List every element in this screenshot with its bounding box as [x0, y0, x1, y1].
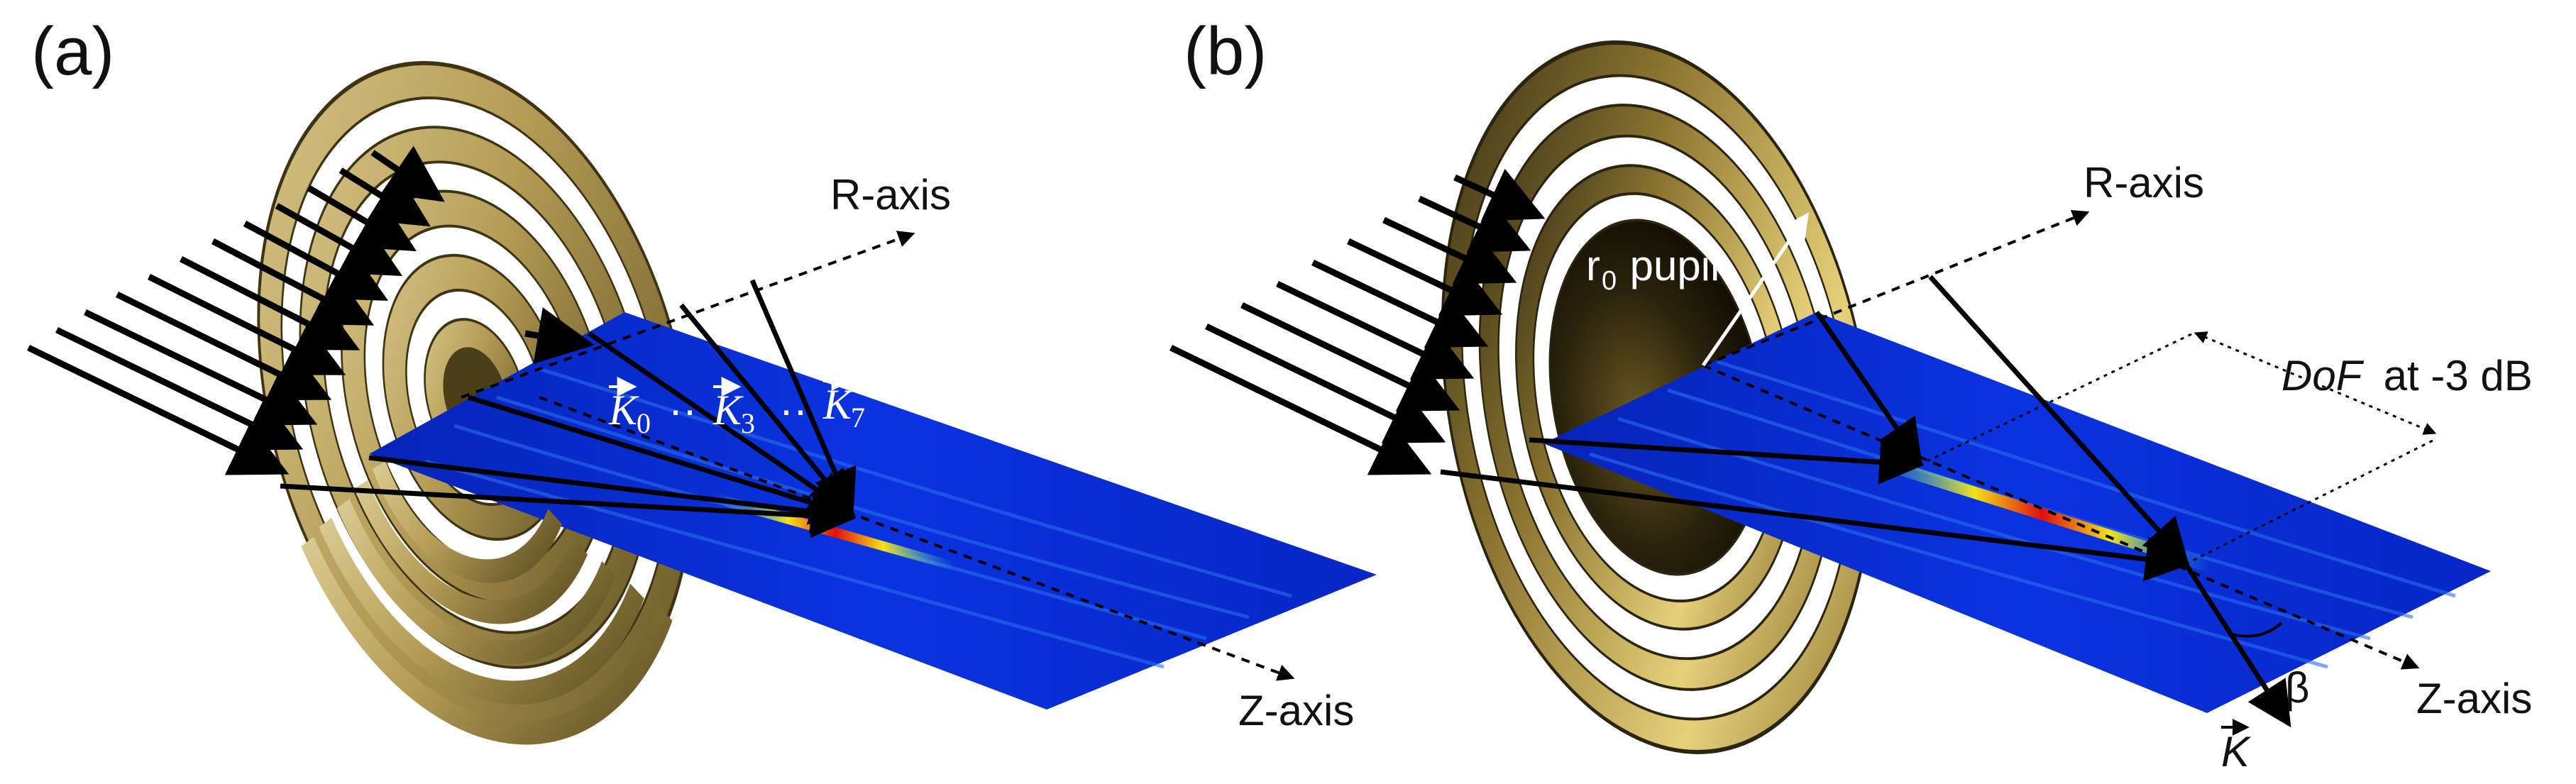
panel-a-z-axis-label: Z-axis	[1238, 687, 1354, 734]
panel-b-dof-guides	[1919, 331, 2437, 565]
k-vec-label: K	[2221, 728, 2252, 775]
pupil-word: pupil	[1618, 242, 1719, 289]
panel-a-r-axis-label: R-axis	[830, 171, 951, 219]
panel-b-wave-vectors	[1440, 275, 2191, 582]
panel-b-pupil-arrow	[1701, 212, 1809, 367]
panel-b-beta-arc	[2228, 622, 2283, 638]
panel-b-dof-label: DoF at -3 dB	[2281, 352, 2533, 399]
panel-b-k-vector	[2184, 563, 2291, 728]
dof-rest: at -3 dB	[2372, 352, 2533, 399]
panel-a-field-plane	[369, 312, 1377, 710]
k3-label: K	[712, 387, 744, 434]
panel-b-z-axis-label: Z-axis	[2416, 675, 2532, 722]
panel-b-pupil-label: r 0 pupil	[1586, 242, 1719, 296]
panel-b-incident-rays	[1169, 168, 1546, 475]
panel-a-lens-front	[301, 461, 673, 745]
k3-subscript: 3	[741, 407, 755, 439]
panel-a-wave-vectors	[280, 279, 857, 539]
panel-a: (a)	[27, 13, 1377, 745]
panel-b-lens	[1441, 40, 1873, 754]
dof-italic: DoF	[2281, 352, 2365, 399]
k7-subscript: 7	[851, 402, 865, 434]
panel-b-field-plane	[1543, 312, 2491, 713]
pupil-r-subscript: 0	[1602, 266, 1617, 296]
panel-b-label: (b)	[1184, 13, 1267, 89]
sep1: ··	[668, 386, 697, 434]
pupil-r: r	[1586, 242, 1600, 289]
panel-b-k-label: K	[2221, 719, 2252, 775]
panel-b-z-axis-line	[1702, 364, 2420, 670]
sep2: ··	[779, 386, 808, 434]
panel-a-incident-rays	[27, 145, 445, 475]
k7-label: K	[822, 381, 854, 428]
panel-b-r-axis-line	[1702, 209, 2090, 367]
panel-a-r-axis-line	[461, 231, 915, 399]
panel-b: (b)	[1169, 13, 2533, 775]
k0-label: K	[608, 387, 639, 434]
k0-subscript: 0	[637, 407, 651, 439]
panel-b-r-axis-label: R-axis	[2084, 159, 2204, 206]
panel-a-label: (a)	[31, 13, 114, 89]
panel-a-k-labels: K 0 ·· K 3 ·· K 7	[608, 371, 865, 439]
panel-a-inner-arrow	[524, 307, 595, 364]
beta-label: β	[2285, 664, 2310, 712]
